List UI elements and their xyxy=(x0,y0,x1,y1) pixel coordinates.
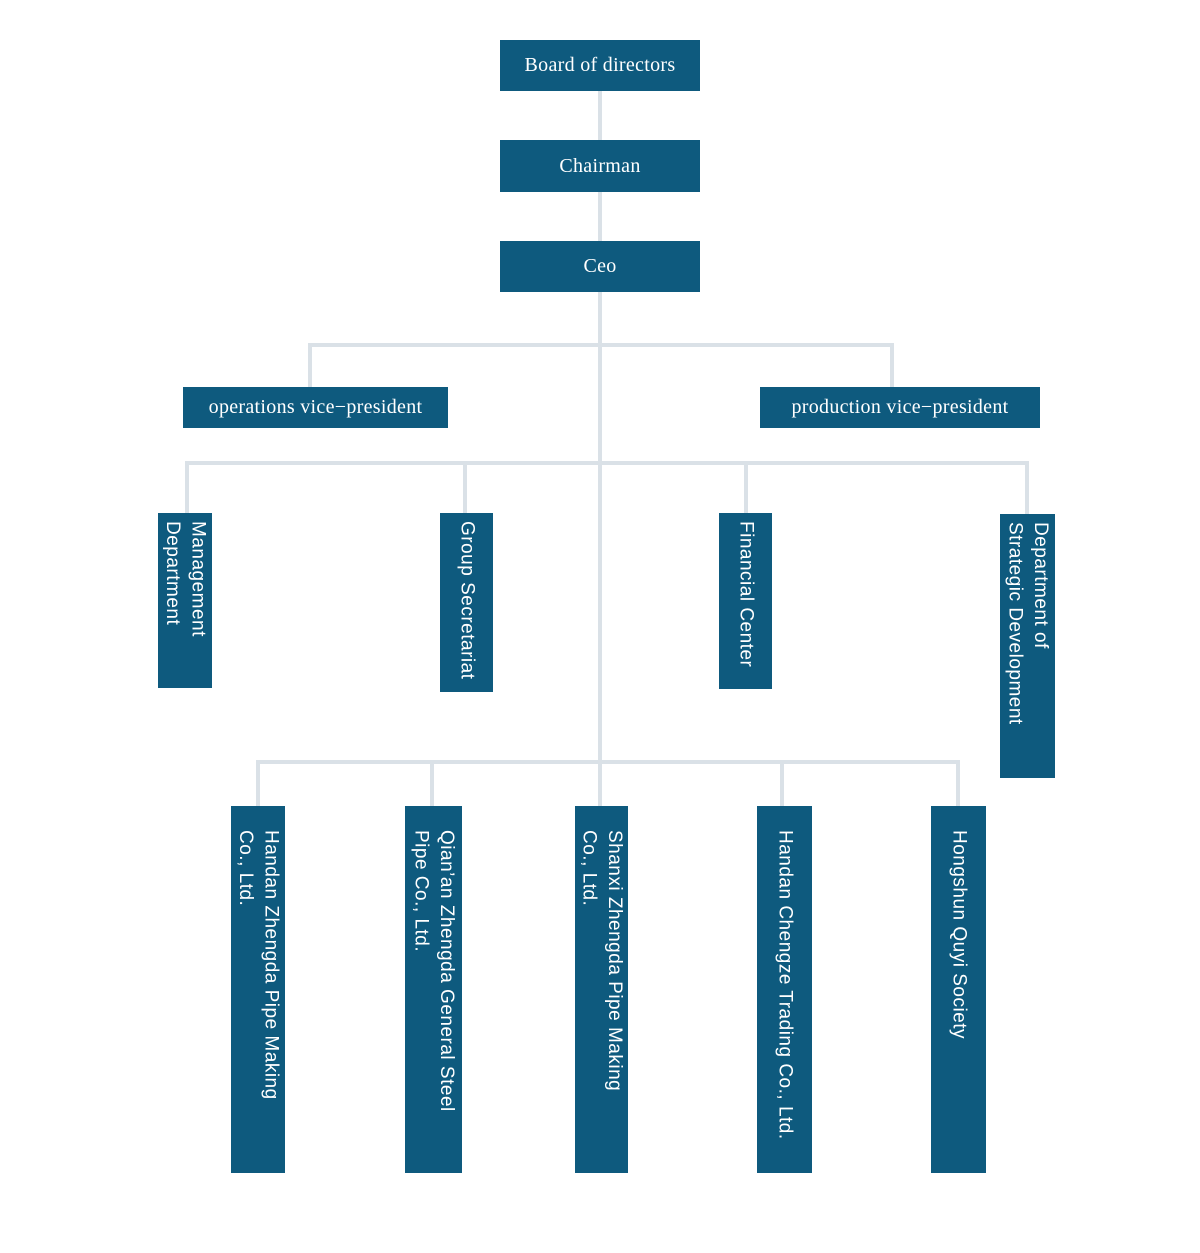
node-label: Hongshun Quyi Society xyxy=(948,830,970,1040)
node-strategic-development: Department of Strategic Development xyxy=(1000,514,1055,778)
node-hongshun-quyi-society: Hongshun Quyi Society xyxy=(931,806,986,1173)
connector-drop-production-vp xyxy=(890,343,894,387)
connector-drop-qianan-zhengda xyxy=(430,760,434,806)
node-label: Shanxi Zhengda Pipe Making Co., Ltd. xyxy=(578,830,626,1092)
connector-vp-bar xyxy=(308,343,894,347)
connector-board-chairman xyxy=(598,91,602,140)
node-label: Handan Chengze Trading Co., Ltd. xyxy=(774,830,796,1140)
connector-drop-handan-zhengda xyxy=(256,760,260,806)
node-label: Chairman xyxy=(559,154,641,177)
node-label: Department of Strategic Development xyxy=(1004,522,1052,725)
node-shanxi-zhengda-pipe: Shanxi Zhengda Pipe Making Co., Ltd. xyxy=(575,806,628,1173)
connector-drop-strategic-development xyxy=(1025,461,1029,514)
node-label: Qian’an Zhengda General Steel Pipe Co., … xyxy=(410,830,458,1112)
connector-center-spine xyxy=(598,292,602,806)
node-label: Ceo xyxy=(583,255,617,277)
node-label: Group Secretariat xyxy=(456,521,478,680)
node-financial-center: Financial Center xyxy=(719,513,772,689)
node-chairman: Chairman xyxy=(500,140,700,192)
node-operations-vice-president: operations vice−president xyxy=(183,387,448,428)
connector-drop-operations-vp xyxy=(308,343,312,387)
node-qianan-zhengda-steel: Qian’an Zhengda General Steel Pipe Co., … xyxy=(405,806,462,1173)
connector-subsidiary-bar xyxy=(256,760,960,764)
node-label: Financial Center xyxy=(735,521,757,668)
connector-dept-bar xyxy=(185,461,1029,465)
node-label: Management Department xyxy=(162,521,209,637)
node-management-department: Management Department xyxy=(158,513,212,688)
connector-drop-handan-chengze xyxy=(780,760,784,806)
node-label: Board of directors xyxy=(524,54,676,76)
connector-drop-management xyxy=(185,461,189,513)
connector-drop-financial-center xyxy=(744,461,748,513)
node-label: production vice−president xyxy=(791,396,1009,418)
node-production-vice-president: production vice−president xyxy=(760,387,1040,428)
node-group-secretariat: Group Secretariat xyxy=(440,513,493,692)
node-label: Handan Zhengda Pipe Making Co., Ltd. xyxy=(235,830,282,1100)
connector-drop-hongshun-quyi xyxy=(956,760,960,806)
connector-drop-group-secretariat xyxy=(463,461,467,513)
node-label: operations vice−president xyxy=(208,396,423,418)
node-handan-zhengda-pipe: Handan Zhengda Pipe Making Co., Ltd. xyxy=(231,806,285,1173)
connector-chairman-ceo xyxy=(598,192,602,241)
node-board-of-directors: Board of directors xyxy=(500,40,700,91)
node-handan-chengze-trading: Handan Chengze Trading Co., Ltd. xyxy=(757,806,812,1173)
node-ceo: Ceo xyxy=(500,241,700,292)
